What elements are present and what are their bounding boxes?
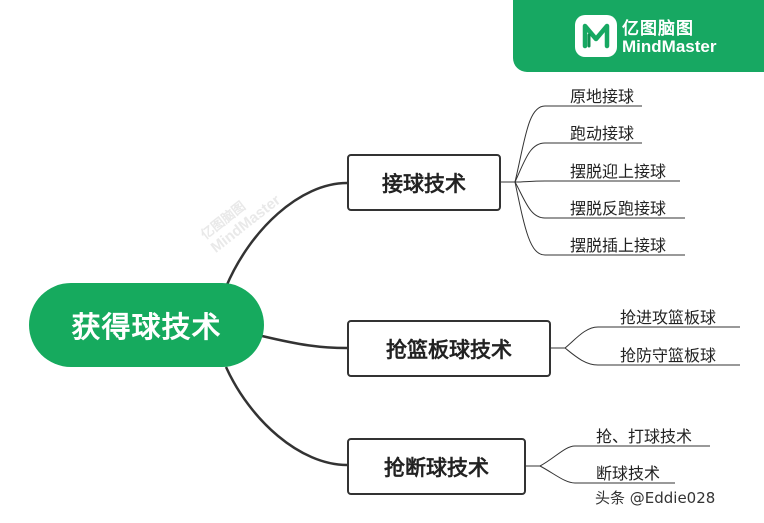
leaf-node[interactable]: 摆脱迎上接球 [570,162,667,181]
leaf-node[interactable]: 断球技术 [596,464,661,483]
connector-b2-leaves [551,326,740,366]
connector-b1-leaves [501,105,685,256]
leaf-node[interactable]: 摆脱反跑接球 [570,199,667,218]
leaf-node[interactable]: 抢、打球技术 [596,427,693,446]
leaf-node[interactable]: 跑动接球 [570,124,635,143]
connector-root-b1 [224,181,348,288]
brand-name-en: MindMaster [622,37,717,56]
connector-root-b3 [224,366,348,467]
branch-node-steal[interactable]: 抢断球技术 [347,438,526,495]
leaf-node[interactable]: 抢进攻篮板球 [620,308,717,327]
root-node[interactable]: 获得球技术 [29,283,264,367]
leaf-node[interactable]: 抢防守篮板球 [620,346,717,365]
connector-root-b2 [261,334,348,350]
branch-node-rebound[interactable]: 抢篮板球技术 [347,320,551,377]
brand-name-cn: 亿图脑图 [622,19,694,39]
leaf-node[interactable]: 摆脱插上接球 [570,236,667,255]
connector-b3-leaves [526,445,710,484]
source-credit: 头条 @Eddie028 [595,489,716,507]
brand-banner: 亿图脑图 MindMaster [513,0,764,72]
mindmaster-logo-icon [575,15,617,57]
branch-node-receiving[interactable]: 接球技术 [347,154,501,211]
leaf-node[interactable]: 原地接球 [570,87,635,106]
